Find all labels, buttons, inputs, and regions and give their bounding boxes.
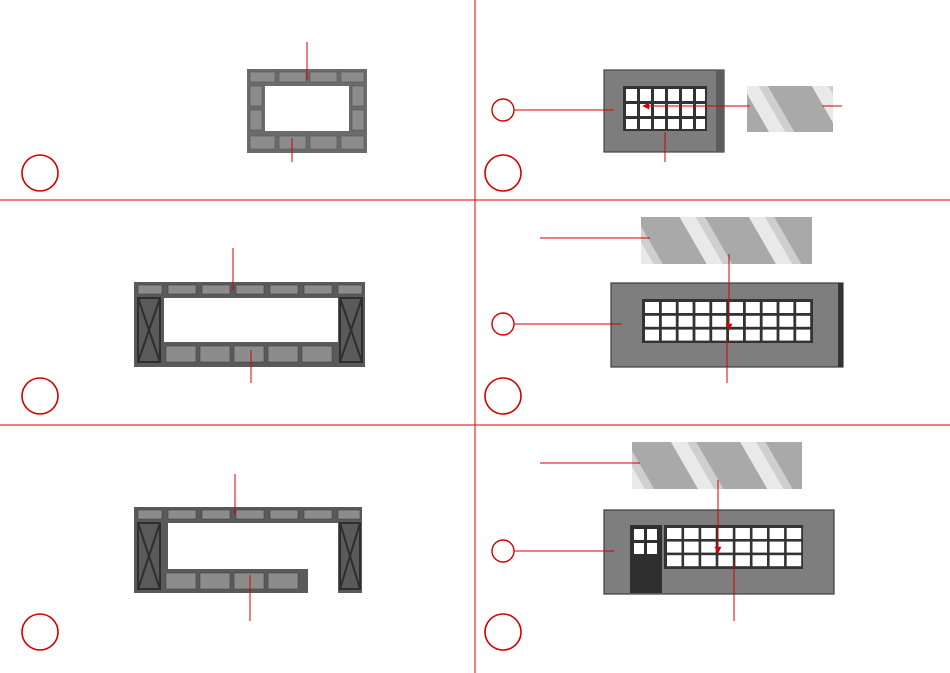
window-pane	[695, 302, 709, 313]
window-pane	[667, 542, 682, 553]
glazing-pane	[747, 86, 833, 132]
window-pane	[763, 330, 777, 341]
window-pane	[679, 316, 693, 327]
window-pane	[667, 528, 682, 539]
window-pane	[753, 555, 768, 566]
window-pane	[796, 330, 810, 341]
window-pane	[746, 302, 760, 313]
window-pane	[662, 316, 676, 327]
window-pane	[729, 302, 743, 313]
window-pane	[684, 555, 699, 566]
step-1-number-circle	[22, 155, 58, 191]
window-pane	[712, 316, 726, 327]
step-6	[485, 442, 834, 650]
window-pane	[763, 316, 777, 327]
brick-window-frame	[247, 69, 367, 153]
window-pane	[787, 528, 802, 539]
window-pane	[729, 330, 743, 341]
window-pane	[746, 316, 760, 327]
window-pane	[763, 302, 777, 313]
window-pane	[662, 302, 676, 313]
windowed-wall	[604, 70, 724, 152]
step-2	[485, 70, 842, 191]
glazing-pane	[632, 442, 802, 489]
step-5-number-circle	[22, 614, 58, 650]
window-pane	[701, 542, 716, 553]
window-pane	[746, 330, 760, 341]
glazing-pane	[641, 217, 812, 264]
window-pane	[662, 330, 676, 341]
half-timbered-frame-with-door-opening	[134, 507, 362, 594]
window-pane	[770, 542, 785, 553]
window-pane	[667, 555, 682, 566]
window-pane	[695, 316, 709, 327]
window-pane	[787, 555, 802, 566]
window-pane	[645, 302, 659, 313]
window-pane	[735, 528, 750, 539]
window-pane	[712, 330, 726, 341]
step-4-callout-circle	[492, 313, 514, 335]
step-3	[22, 248, 365, 414]
window-pane	[796, 316, 810, 327]
window-pane	[701, 528, 716, 539]
window-and-door-wall	[604, 510, 834, 594]
window-pane	[753, 542, 768, 553]
window-pane	[712, 302, 726, 313]
window-pane	[679, 330, 693, 341]
step-1	[22, 42, 367, 191]
window-pane	[796, 302, 810, 313]
window-pane	[729, 316, 743, 327]
window-pane	[779, 302, 793, 313]
window-pane	[753, 528, 768, 539]
window-pane	[787, 542, 802, 553]
window-pane	[695, 330, 709, 341]
window-pane	[645, 316, 659, 327]
window-pane	[735, 542, 750, 553]
window-pane	[679, 302, 693, 313]
step-6-number-circle	[485, 614, 521, 650]
window-pane	[718, 528, 733, 539]
window-pane	[779, 316, 793, 327]
step-5	[22, 474, 362, 650]
window-pane	[770, 555, 785, 566]
step-4-number-circle	[485, 378, 521, 414]
step-2-callout-circle	[492, 99, 514, 121]
step-6-callout-circle	[492, 540, 514, 562]
window-pane	[779, 330, 793, 341]
window-pane	[684, 542, 699, 553]
window-pane	[684, 528, 699, 539]
window-pane	[718, 555, 733, 566]
step-3-number-circle	[22, 378, 58, 414]
half-timbered-frame	[134, 282, 365, 367]
window-pane	[735, 555, 750, 566]
window-pane	[645, 330, 659, 341]
step-2-number-circle	[485, 155, 521, 191]
window-pane	[718, 542, 733, 553]
window-pane	[770, 528, 785, 539]
step-4	[485, 217, 843, 414]
window-pane	[701, 555, 716, 566]
